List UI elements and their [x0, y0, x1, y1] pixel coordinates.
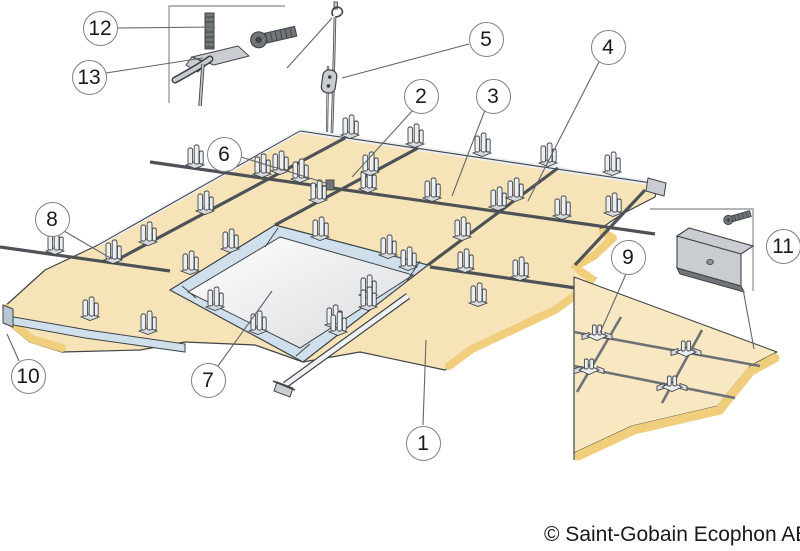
callout-3: 3	[475, 78, 511, 114]
panel-opening	[168, 224, 430, 363]
hanger-clamp	[325, 179, 335, 191]
callout-8: 8	[34, 201, 70, 237]
callout-13-label: 13	[77, 65, 101, 89]
callout-5: 5	[468, 21, 504, 57]
callout-2: 2	[403, 78, 439, 114]
callout-10: 10	[10, 358, 46, 394]
callout-4-label: 4	[602, 35, 614, 59]
callout-9: 9	[610, 239, 646, 275]
callout-13: 13	[71, 59, 107, 95]
wire-adjuster-icon	[320, 69, 338, 94]
inset-trim-detail	[650, 208, 755, 293]
inset-border	[168, 5, 285, 103]
wire-hook-icon	[331, 6, 344, 18]
inset-anchor-detail	[168, 5, 298, 107]
callout-6-label: 6	[218, 142, 230, 166]
callout-1: 1	[405, 425, 441, 461]
callout-12-label: 12	[88, 16, 112, 40]
protruding-tee	[272, 293, 411, 398]
white-panel	[186, 236, 415, 349]
callout-12: 12	[82, 10, 118, 46]
callout-5-label: 5	[480, 27, 492, 51]
screw-icon	[250, 25, 298, 49]
edge-trim-piece	[2, 304, 14, 328]
callout-6: 6	[206, 136, 242, 172]
corner-bracket	[645, 177, 667, 197]
corner-detail-piece	[573, 276, 780, 461]
callout-7-label: 7	[202, 368, 214, 392]
grid-rails	[0, 136, 656, 290]
callout-1-label: 1	[417, 431, 429, 455]
leader-lines	[6, 26, 755, 426]
callout-11: 11	[765, 228, 800, 264]
inset-border	[650, 208, 754, 291]
perimeter-channel	[2, 304, 186, 353]
callout-3-label: 3	[487, 84, 499, 108]
reference-line	[286, 17, 333, 69]
main-assembly	[0, 114, 667, 398]
copyright-text: © Saint-Gobain Ecophon AB	[544, 523, 800, 546]
callout-10-label: 10	[16, 364, 40, 388]
threaded-anchor-icon	[171, 12, 251, 107]
callout-7: 7	[190, 362, 226, 398]
callout-4: 4	[590, 29, 626, 65]
callout-9-label: 9	[622, 245, 634, 269]
callout-8-label: 8	[46, 207, 58, 231]
edge-profiles	[97, 128, 659, 247]
wall-trim-icon	[675, 227, 755, 293]
callout-11-label: 11	[772, 234, 794, 258]
trim-screw-icon	[723, 210, 752, 225]
callout-2-label: 2	[415, 84, 427, 108]
